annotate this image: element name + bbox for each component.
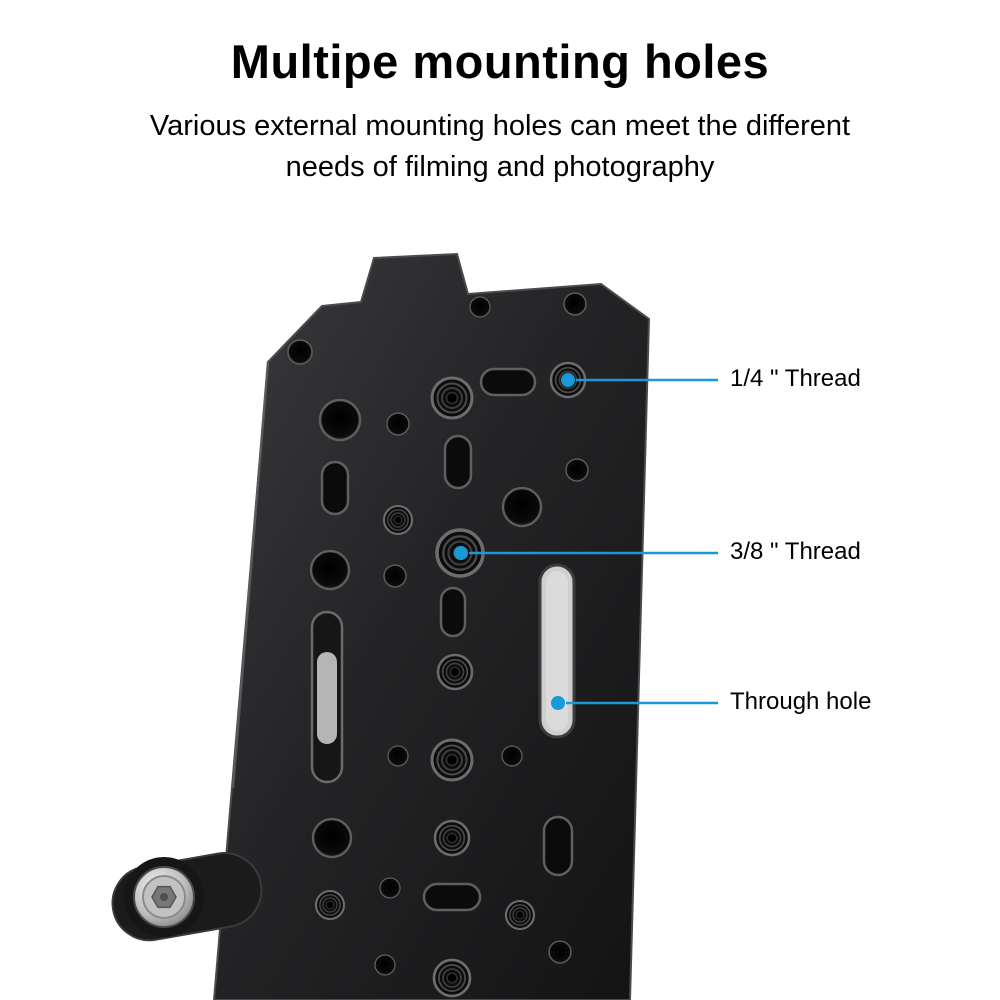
through-slot-left	[310, 610, 344, 784]
plate-holes	[287, 292, 589, 998]
callout-annotations	[454, 373, 718, 710]
callout-label-quarter-inch-thread: 1/4 " Thread	[730, 365, 861, 392]
callout-dot-through-hole	[551, 696, 565, 710]
callout-label-through-hole: Through hole	[730, 688, 872, 715]
subtitle-line-2: needs of filming and photography	[285, 151, 715, 184]
slot-vertical-center	[443, 434, 473, 490]
slot-horizontal-bottom	[422, 882, 482, 912]
through-slot-right	[538, 563, 576, 739]
slot-vertical-left	[320, 460, 350, 516]
callout-label-three-eighths-inch-thread: 3/8 " Thread	[730, 538, 861, 565]
callout-dot-three-eighths-thread	[454, 546, 468, 560]
page-title: Multipe mounting holes	[230, 35, 770, 88]
slot-vertical-bottom-right	[542, 815, 574, 877]
plate-edge-highlight	[231, 361, 270, 789]
slot-horizontal-top	[479, 367, 537, 397]
subtitle-line-1: Various external mounting holes can meet…	[149, 110, 851, 142]
slot-vertical-center-2	[439, 586, 467, 638]
subtitle: Various external mounting holes can meet…	[0, 106, 1000, 188]
locking-knob	[111, 852, 263, 942]
callout-dot-quarter-thread	[561, 373, 575, 387]
